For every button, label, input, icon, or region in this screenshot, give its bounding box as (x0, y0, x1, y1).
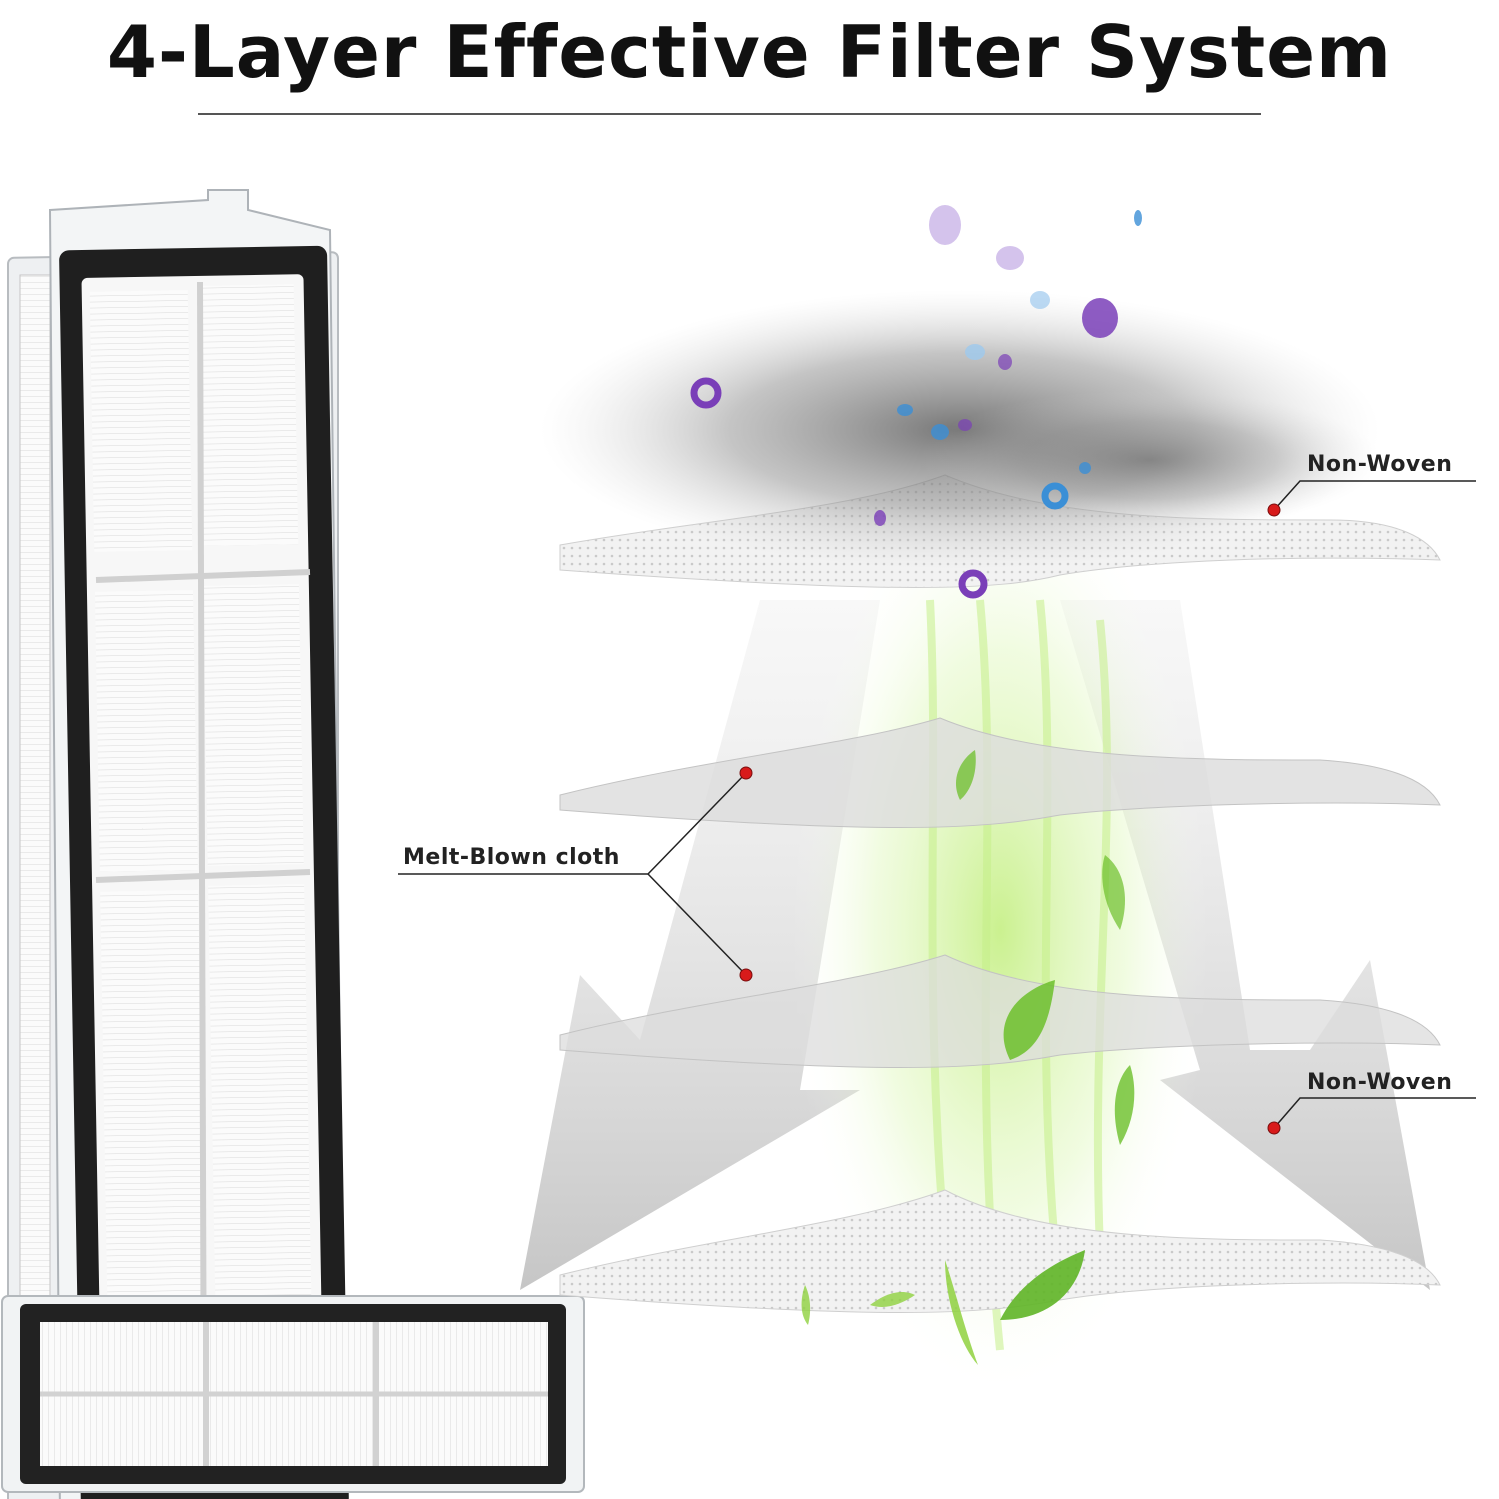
marker-dot-bottom-non-woven (1267, 1121, 1281, 1135)
leaves (801, 750, 1135, 1365)
callout-bottom-non-woven (1273, 1097, 1476, 1129)
layer-4-non-woven (559, 1189, 1441, 1313)
horizontal-filter-product (1, 1295, 585, 1493)
layer-3-melt-blown (559, 954, 1441, 1068)
dust-particles (690, 205, 1142, 599)
callout-melt-blown (398, 772, 747, 976)
callout-top-non-woven (1273, 480, 1476, 511)
dust-cloud-right (920, 390, 1380, 530)
label-melt-blown-cloth: Melt-Blown cloth (403, 845, 620, 870)
label-bottom-non-woven: Non-Woven (1307, 1070, 1453, 1095)
layer-2-melt-blown (559, 717, 1441, 828)
marker-dot-top-non-woven (1267, 503, 1281, 517)
label-top-non-woven: Non-Woven (1307, 452, 1453, 477)
title-divider (198, 113, 1261, 115)
marker-dot-melt-blown-upper (739, 766, 753, 780)
marker-dot-melt-blown-lower (739, 968, 753, 982)
vertical-filter-product (7, 189, 349, 1499)
page-title: 4-Layer Effective Filter System (106, 10, 1393, 94)
